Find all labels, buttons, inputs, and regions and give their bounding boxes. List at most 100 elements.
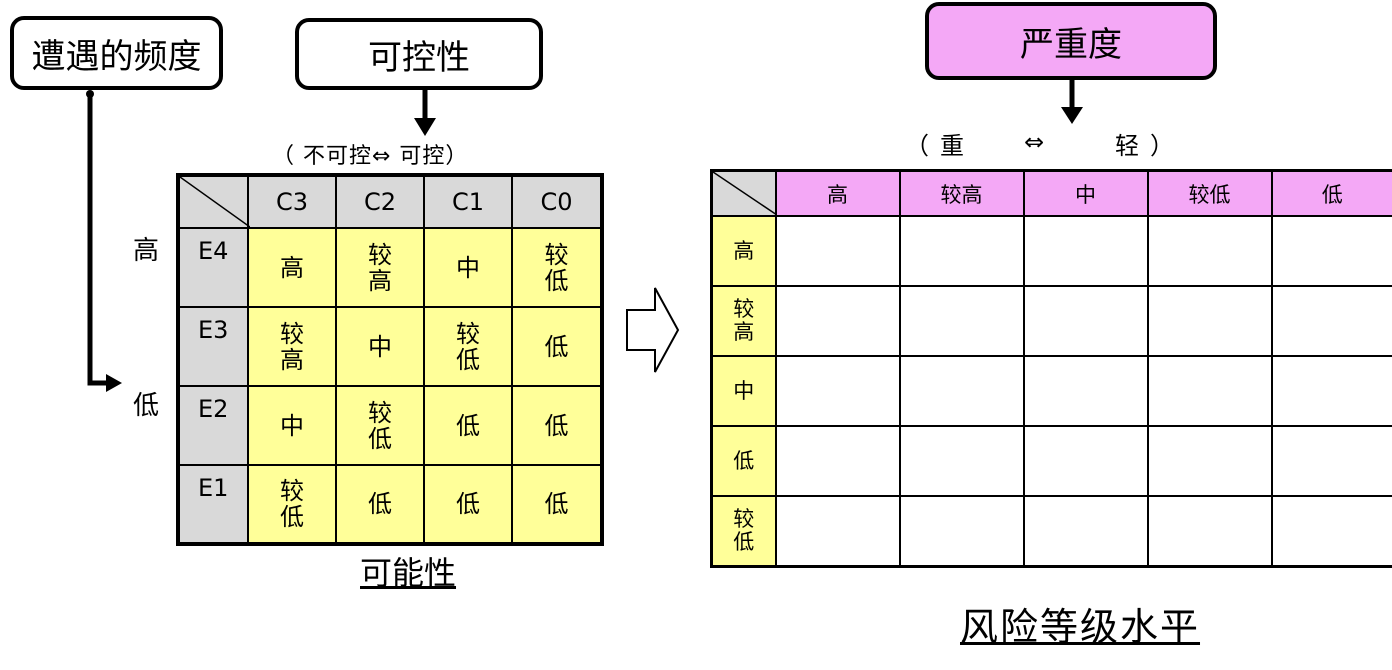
- frequency-connector-arrow: [87, 94, 108, 386]
- risk-cell: [898, 285, 1025, 357]
- severity-column-header: 低: [1270, 169, 1392, 217]
- cell-text: 较低: [368, 398, 392, 453]
- row-header: E3: [177, 306, 249, 387]
- matrix-cell: 较高: [335, 227, 425, 308]
- severity-column-header: 较低: [1146, 169, 1273, 217]
- matrix-cell: 较低: [511, 227, 603, 308]
- cell-text: 中: [368, 332, 392, 361]
- control-range-label: （ 不可控⇔ 可控）: [272, 144, 469, 169]
- row-header-text: 较低: [733, 506, 755, 554]
- control-arrowhead: [414, 118, 436, 136]
- likelihood-row-header: 低: [710, 425, 777, 497]
- cell-text: 低: [456, 490, 480, 518]
- risk-cell: [898, 355, 1025, 427]
- risk-cell: [1146, 425, 1273, 497]
- risk-cell: [1270, 425, 1392, 497]
- transform-arrow-icon: [626, 287, 680, 373]
- row-header-text: 低: [733, 448, 755, 473]
- matrix-cell: 低: [511, 385, 603, 466]
- likelihood-row-header: 高: [710, 215, 777, 287]
- row-header-text: 中: [733, 378, 755, 403]
- matrix-cell: 中: [247, 385, 337, 466]
- risk-cell: [774, 495, 901, 567]
- matrix-cell: 低: [511, 306, 603, 387]
- risk-cell: [1022, 215, 1149, 287]
- frequency-arrowhead: [106, 374, 122, 392]
- cell-text: 高: [280, 253, 304, 282]
- risk-cell: [1146, 495, 1273, 567]
- risk-level-caption: 风险等级水平: [960, 605, 1201, 649]
- matrix-cell: 低: [423, 464, 513, 545]
- row-header: E2: [177, 385, 249, 466]
- cell-text: 中: [456, 253, 480, 282]
- risk-cell: [1270, 355, 1392, 427]
- row-header: E1: [177, 464, 249, 545]
- risk-cell: [1270, 215, 1392, 287]
- corner-diagonal: [180, 177, 250, 227]
- matrix-cell: 较高: [247, 306, 337, 387]
- risk-cell: [1146, 355, 1273, 427]
- severity-arrowhead: [1061, 107, 1083, 124]
- severity-column-header: 较高: [898, 169, 1025, 217]
- severity-range-open: （: [905, 132, 929, 160]
- frequency-low-label: 低: [133, 391, 160, 421]
- severity-range-close: ）: [1150, 132, 1174, 160]
- severity-column-header: 高: [774, 169, 901, 217]
- severity-box-label: 严重度: [1020, 24, 1122, 65]
- cell-text: 低: [544, 332, 569, 361]
- cell-text: 较高: [368, 240, 392, 295]
- risk-cell: [1022, 425, 1149, 497]
- risk-level-matrix: 高 较高 中 较低 低 高 较高 中 低 较低: [710, 169, 1392, 568]
- frequency-box-label: 遭遇的频度: [31, 36, 202, 77]
- risk-cell: [774, 215, 901, 287]
- column-header: C3: [247, 174, 337, 229]
- risk-cell: [898, 215, 1025, 287]
- severity-column-header: 中: [1022, 169, 1149, 217]
- risk-cell: [1270, 285, 1392, 357]
- cell-text: 较低: [456, 319, 480, 374]
- matrix-cell: 中: [335, 306, 425, 387]
- cell-text: 低: [544, 411, 569, 440]
- likelihood-row-header: 较低: [710, 495, 777, 567]
- risk-cell: [898, 495, 1025, 567]
- row-header-text: 较高: [733, 297, 755, 344]
- risk-cell: [1022, 495, 1149, 567]
- matrix-cell: 低: [335, 464, 425, 545]
- cell-text: 低: [544, 490, 569, 518]
- cell-text: 较低: [544, 240, 569, 295]
- frequency-box: 遭遇的频度: [10, 16, 223, 90]
- column-header: C2: [335, 174, 425, 229]
- matrix-cell: 较低: [247, 464, 337, 545]
- row-header: E4: [177, 227, 249, 308]
- likelihood-matrix: C3 C2 C1 C0 E4 高 较高 中 较低 E3 较高 中 较低 低 E2…: [176, 173, 604, 546]
- cell-text: 低: [368, 490, 392, 518]
- severity-light-label: 轻: [1115, 132, 1139, 160]
- risk-cell: [1146, 285, 1273, 357]
- matrix-corner-cell: [177, 174, 250, 229]
- corner-diagonal: [713, 172, 777, 215]
- risk-cell: [774, 355, 901, 427]
- risk-cell: [898, 425, 1025, 497]
- risk-cell: [774, 425, 901, 497]
- cell-text: 中: [280, 411, 304, 440]
- frequency-high-label: 高: [133, 236, 160, 266]
- column-header: C1: [423, 174, 513, 229]
- risk-cell: [1022, 285, 1149, 357]
- likelihood-row-header: 较高: [710, 285, 777, 357]
- controllability-box-label: 可控性: [368, 37, 470, 78]
- matrix-corner-cell: [710, 169, 777, 217]
- likelihood-row-header: 中: [710, 355, 777, 427]
- likelihood-caption: 可能性: [360, 554, 457, 592]
- cell-text: 较高: [280, 319, 304, 374]
- risk-cell: [1022, 355, 1149, 427]
- severity-box: 严重度: [925, 2, 1217, 80]
- matrix-cell: 低: [511, 464, 603, 545]
- risk-cell: [1146, 215, 1273, 287]
- matrix-cell: 中: [423, 227, 513, 308]
- controllability-box: 可控性: [295, 18, 543, 90]
- matrix-cell: 较低: [423, 306, 513, 387]
- row-header-text: 高: [733, 238, 755, 263]
- matrix-cell: 较低: [335, 385, 425, 466]
- matrix-cell: 低: [423, 385, 513, 466]
- severity-heavy-label: 重: [940, 132, 964, 160]
